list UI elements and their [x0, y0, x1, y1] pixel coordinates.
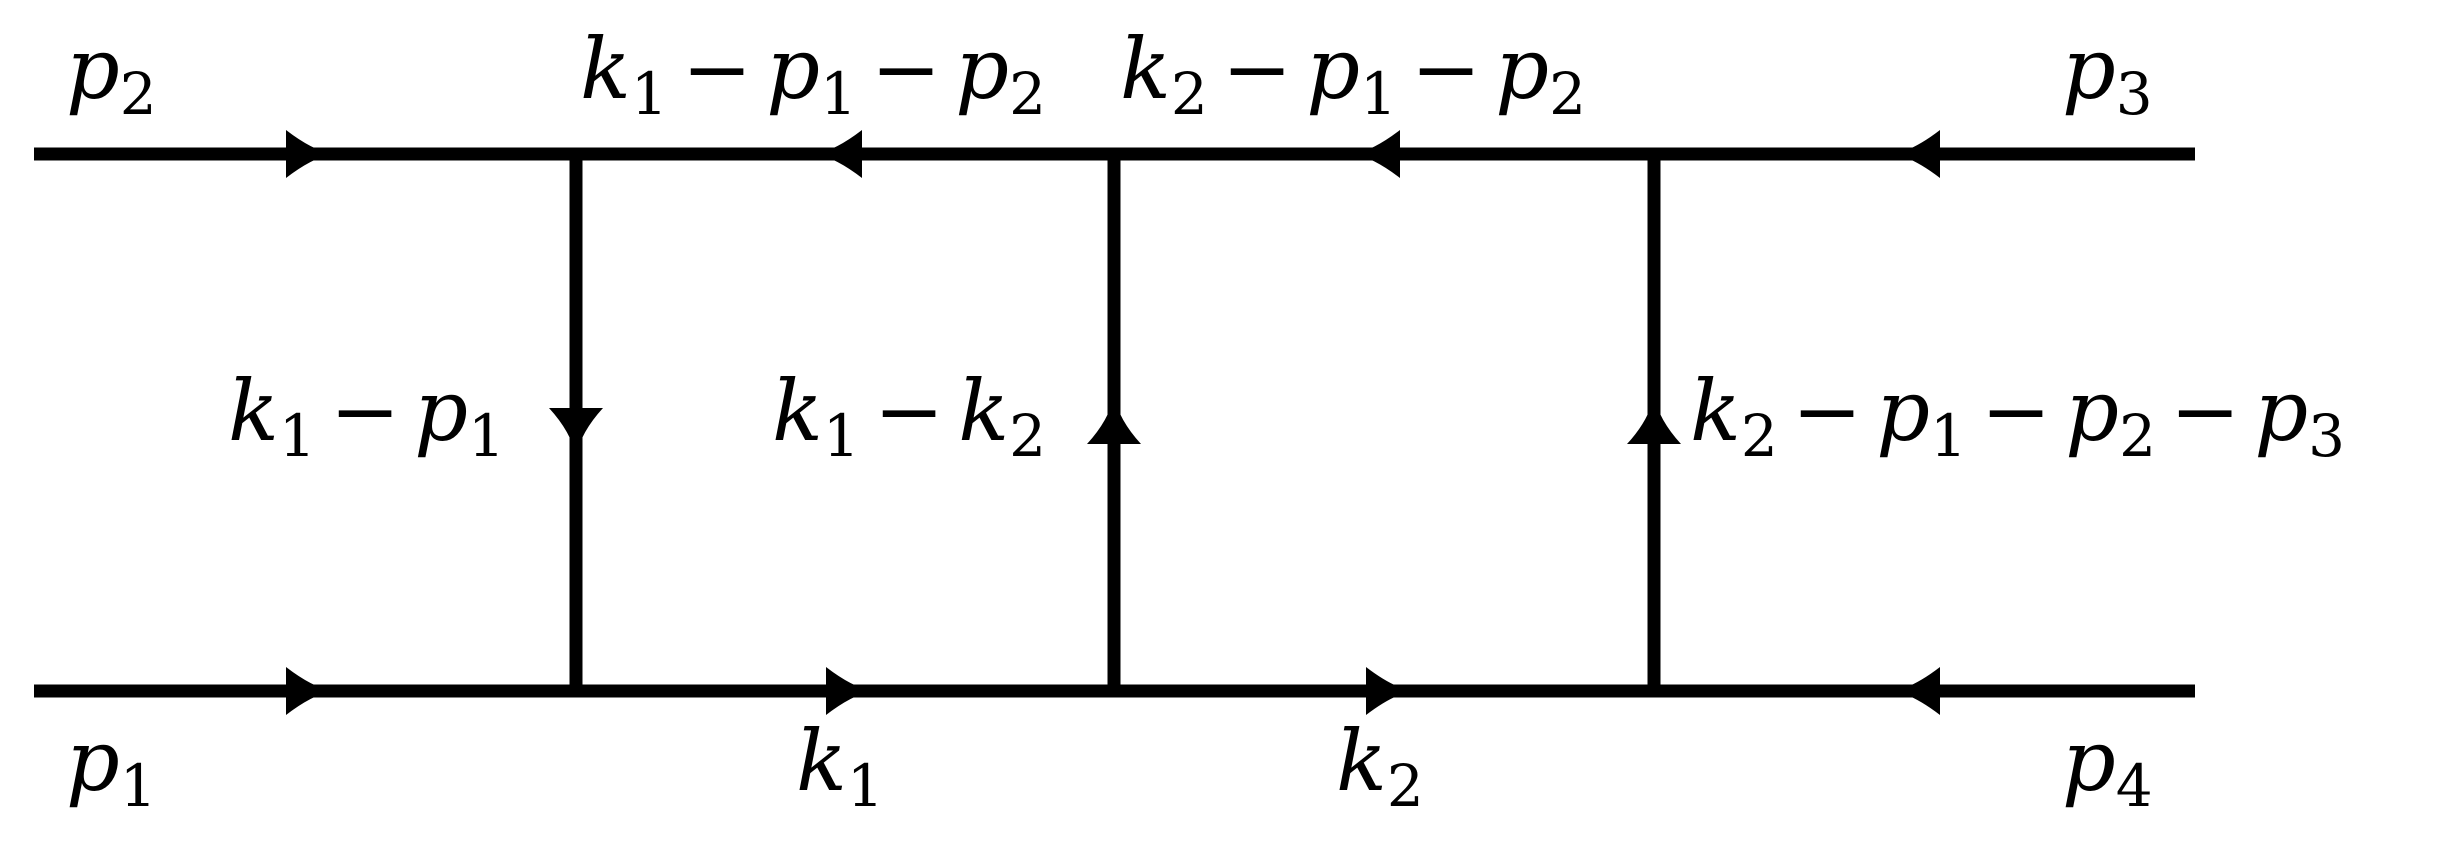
arrow-up-icon	[1087, 396, 1141, 444]
label-top-left-propagator: k1−p1−p2	[580, 20, 1046, 128]
arrow-up-icon	[1627, 396, 1681, 444]
arrow-left-icon	[1894, 667, 1940, 715]
label-p3: p3	[2062, 20, 2153, 128]
arrow-right-icon	[286, 130, 332, 178]
arrow-left-icon	[1894, 130, 1940, 178]
arrow-right-icon	[826, 667, 872, 715]
arrow-right-icon	[1366, 667, 1412, 715]
label-p4: p4	[2062, 712, 2153, 820]
arrow-down-icon	[549, 408, 603, 456]
arrow-right-icon	[286, 667, 332, 715]
arrow-left-icon	[1354, 130, 1400, 178]
arrow-left-icon	[816, 130, 862, 178]
label-bottom-k1: k1	[796, 712, 884, 820]
label-middle-rung: k1−k2	[772, 362, 1046, 470]
label-bottom-k2: k2	[1336, 712, 1424, 820]
label-left-rung: k1−p1	[228, 362, 505, 470]
label-top-right-propagator: k2−p1−p2	[1120, 20, 1586, 128]
label-p1: p1	[66, 712, 157, 820]
label-right-rung: k2−p1−p2−p3	[1690, 362, 2345, 470]
label-p2: p2	[66, 20, 157, 128]
